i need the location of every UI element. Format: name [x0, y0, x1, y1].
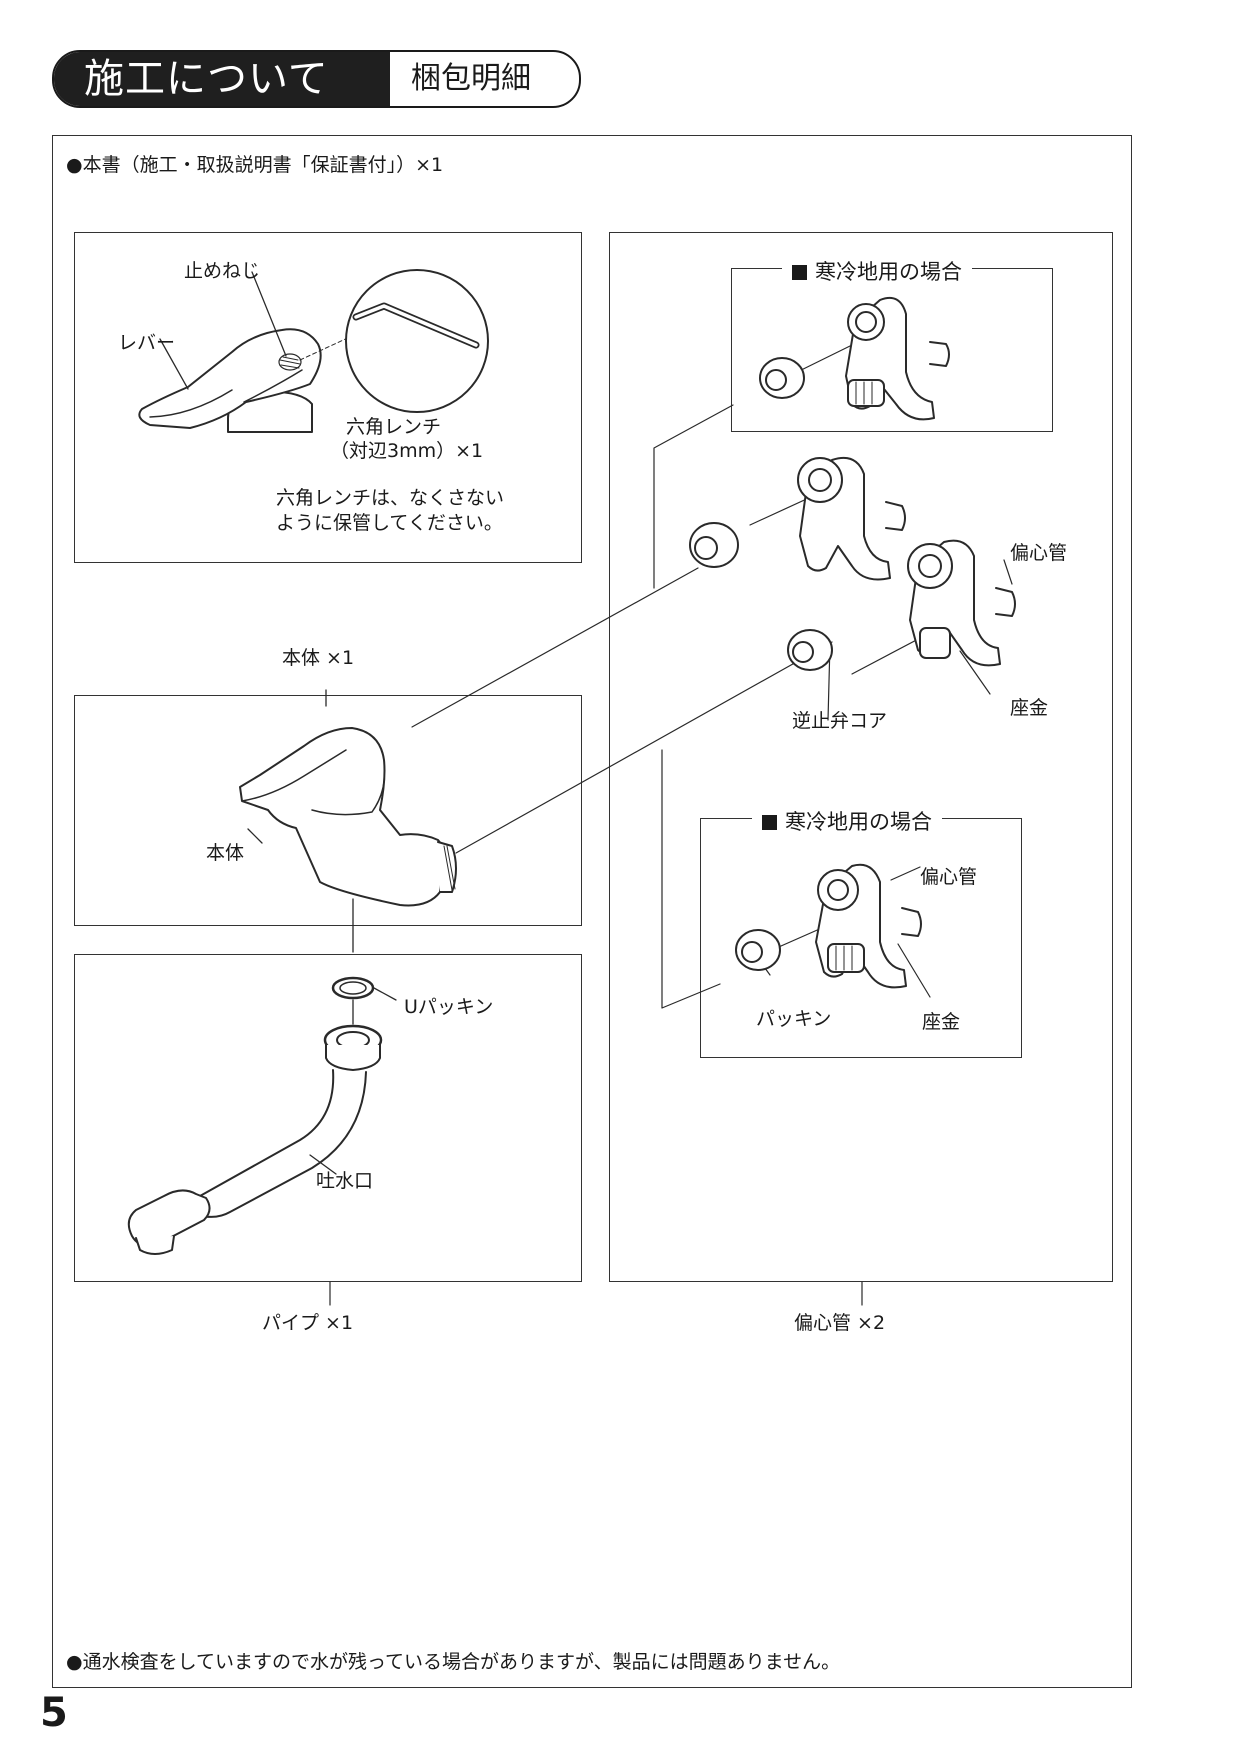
- cold-washer-label: 座金: [922, 1011, 961, 1033]
- u-packing-label: Uパッキン: [404, 996, 494, 1018]
- eccentric-pipe-caption: 偏心管 ×2: [794, 1312, 886, 1334]
- eccentric-pipe-drawing-4: [735, 863, 922, 989]
- cold-region-title-1-text: 寒冷地用の場合: [815, 260, 962, 284]
- cold-region-title-1: 寒冷地用の場合: [782, 256, 972, 286]
- eccentric-pipe-label: 偏心管: [1010, 542, 1068, 564]
- body-caption: 本体 ×1: [282, 647, 355, 669]
- cold-eccentric-pipe-label: 偏心管: [920, 866, 978, 888]
- pipe-caption: パイプ ×1: [262, 1312, 354, 1334]
- washer-label: 座金: [1010, 697, 1049, 719]
- check-valve-core-label: 逆止弁コア: [792, 710, 888, 732]
- lever-panel: [74, 232, 582, 563]
- hex-wrench-note-line1: 六角レンチは、なくさない: [276, 487, 505, 509]
- stop-screw-label: 止めねじ: [184, 260, 261, 282]
- section-subtitle: 梱包明細: [390, 52, 579, 106]
- section-header: 施工について 梱包明細: [52, 50, 581, 108]
- eccentric-pipe-drawing-3: [787, 539, 1016, 671]
- hex-wrench-illustration: [345, 269, 489, 413]
- eccentric-pipe-panel: [609, 232, 1113, 1282]
- section-title: 施工について: [54, 52, 390, 106]
- body-panel: [74, 695, 582, 926]
- hex-wrench-note-line2: ように保管してください。: [276, 512, 503, 534]
- square-icon: [792, 265, 807, 280]
- eccentric-pipe-drawing-1: [759, 296, 950, 421]
- lever-illustration: [138, 271, 353, 433]
- body-illustration: [239, 689, 457, 953]
- spout-pipe-illustration: [127, 1024, 383, 1255]
- pipe-panel: [74, 954, 582, 1282]
- page-number: 5: [40, 1690, 68, 1736]
- cold-region-title-2-text: 寒冷地用の場合: [785, 810, 932, 834]
- hex-wrench-label: 六角レンチ: [346, 416, 442, 438]
- cold-packing-label: パッキン: [756, 1008, 832, 1030]
- u-packing-illustration: [331, 976, 397, 1025]
- body-label: 本体: [206, 842, 245, 864]
- eccentric-pipe-drawing-2: [689, 456, 906, 581]
- contents-frame: [52, 135, 1132, 1688]
- spout-label: 吐水口: [316, 1170, 374, 1192]
- manual-note: ●本書（施工・取扱説明書「保証書付」）×1: [66, 154, 444, 176]
- square-icon: [762, 815, 777, 830]
- water-test-note: ●通水検査をしていますので水が残っている場合がありますが、製品には問題ありません…: [66, 1651, 841, 1673]
- hex-wrench-size-label: （対辺3mm）×1: [330, 440, 484, 462]
- lever-label: レバー: [118, 332, 176, 354]
- cold-region-title-2: 寒冷地用の場合: [752, 806, 942, 836]
